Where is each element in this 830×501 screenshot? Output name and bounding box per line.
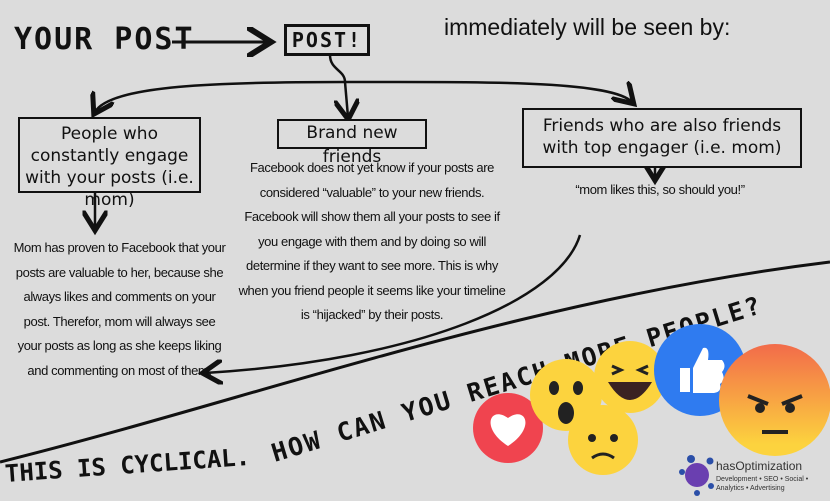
new-friends-description: Facebook does not yet know if your posts… — [238, 160, 506, 322]
arrow-branch-left — [95, 80, 346, 112]
seen-by-heading: immediately will be seen by: — [444, 14, 731, 40]
heart-icon — [473, 393, 543, 463]
arrow-branch-middle — [345, 81, 348, 117]
mutual-friends-description: “mom likes this, so should you!” — [575, 182, 745, 197]
branch-box-mutual-friends: Friends who are also friends with top en… — [522, 108, 802, 168]
arrow-cycle-back — [205, 234, 582, 373]
logo-tagline: Development • SEO • Social • Analytics •… — [716, 476, 809, 492]
logo-name: hasOptimization — [716, 459, 803, 473]
branch-box-new-friends: Brand new friends — [277, 119, 427, 167]
divider-curve — [0, 260, 830, 464]
branch-box-engagers: People who constantly engage with your p… — [18, 117, 201, 210]
angry-icon — [719, 344, 830, 456]
engagers-description: Mom has proven to Facebook that your pos… — [13, 240, 226, 378]
post-box: POST! — [284, 24, 370, 56]
your-post-label: YOUR POST — [14, 22, 195, 57]
arrow-tree-trunk — [328, 54, 347, 83]
sad-icon — [568, 405, 638, 475]
arrow-branch-right — [344, 80, 632, 102]
haha-icon — [594, 341, 666, 413]
logo-mark-icon — [679, 455, 714, 496]
